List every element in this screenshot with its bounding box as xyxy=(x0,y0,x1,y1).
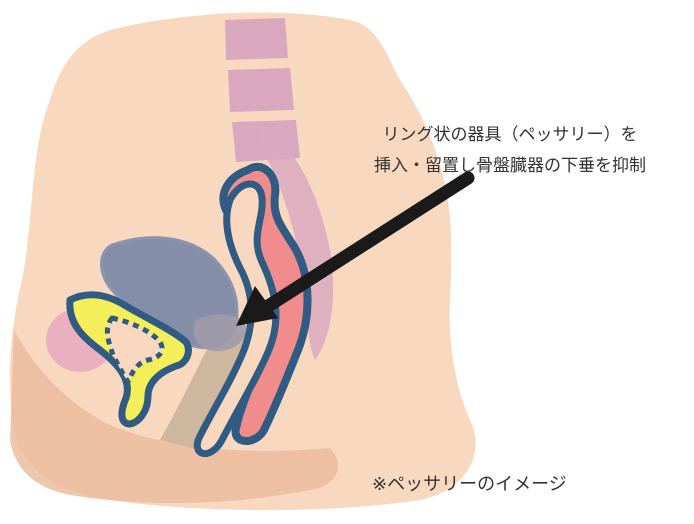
callout-text: リング状の器具（ペッサリー）を 挿入・留置し骨盤臓器の下垂を抑制 xyxy=(330,120,690,182)
callout-line-1: リング状の器具（ペッサリー）を xyxy=(330,120,690,151)
spine-segment xyxy=(228,68,294,112)
footnote: ※ペッサリーのイメージ xyxy=(372,470,567,496)
callout-line-2: 挿入・留置し骨盤臓器の下垂を抑制 xyxy=(330,151,690,182)
spine-segment xyxy=(225,18,288,60)
